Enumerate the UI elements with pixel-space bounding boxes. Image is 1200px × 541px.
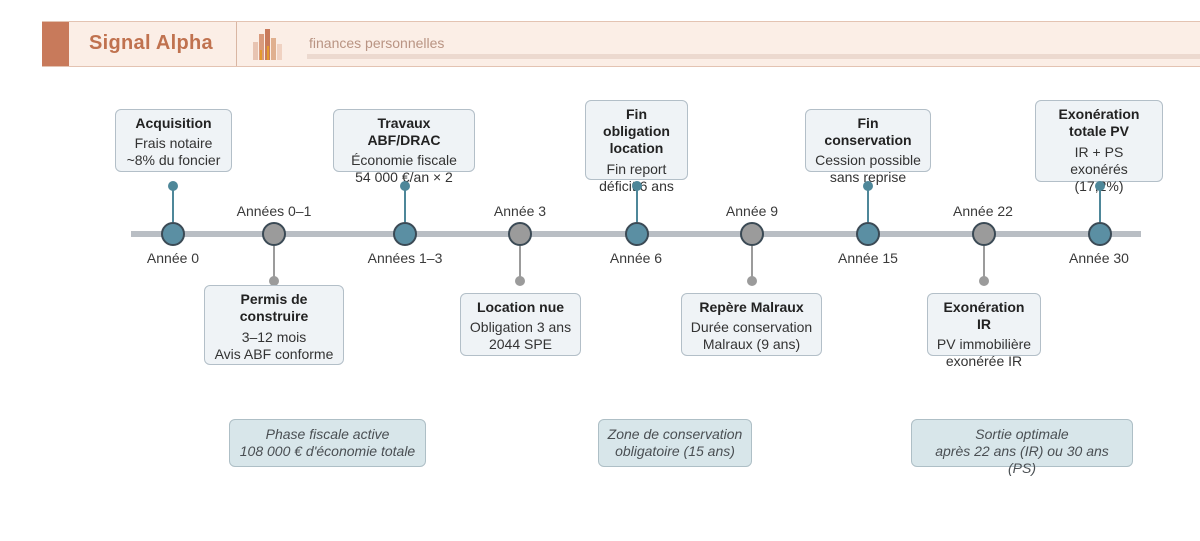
year-label: Année 0 <box>146 250 200 266</box>
card-title: Fin obligation location <box>603 106 670 156</box>
timeline-node-annee-15[interactable] <box>856 222 880 246</box>
timeline-connector <box>867 186 869 222</box>
phase-text: Zone de conservation obligatoire (15 ans… <box>607 426 743 459</box>
card-text: Durée conservation Malraux (9 ans) <box>690 319 813 352</box>
timeline-connector <box>751 246 753 280</box>
timeline-connector <box>983 246 985 280</box>
brand-color-block <box>42 22 69 66</box>
phase-text: Sortie optimale après 22 ans (IR) ou 30 … <box>935 426 1109 476</box>
timeline-card-acquisition: Acquisition Frais notaire ~8% du foncier <box>115 109 232 172</box>
brand-name[interactable]: Signal Alpha <box>89 32 213 54</box>
timeline-connector-dot <box>269 276 279 286</box>
card-title: Fin conservation <box>824 115 912 148</box>
timeline-node-annee-30[interactable] <box>1088 222 1112 246</box>
timeline-node-annee-6[interactable] <box>625 222 649 246</box>
year-label: Année 9 <box>725 203 779 219</box>
finance-buildings-icon <box>253 29 282 60</box>
timeline-connector-dot <box>747 276 757 286</box>
timeline-card-permis: Permis de construire 3–12 mois Avis ABF … <box>204 285 344 365</box>
card-title: Travaux ABF/DRAC <box>367 115 441 148</box>
timeline-card-travaux: Travaux ABF/DRAC Économie fiscale 54 000… <box>333 109 475 185</box>
timeline-connector <box>1099 186 1101 222</box>
timeline-node-annee-22[interactable] <box>972 222 996 246</box>
card-text: Fin report déficit 6 ans <box>599 161 674 194</box>
year-label: Années 0–1 <box>236 203 312 219</box>
timeline-card-repere-malraux: Repère Malraux Durée conservation Malrau… <box>681 293 822 356</box>
card-title: Exonération totale PV <box>1058 106 1140 139</box>
card-text: PV immobilière exonérée IR <box>936 336 1032 369</box>
timeline-node-annees-1-3[interactable] <box>393 222 417 246</box>
card-text: Obligation 3 ans 2044 SPE <box>469 319 572 352</box>
timeline-connector-dot <box>979 276 989 286</box>
timeline-card-location-nue: Location nue Obligation 3 ans 2044 SPE <box>460 293 581 356</box>
card-text: Frais notaire ~8% du foncier <box>126 135 221 168</box>
header-bar: Signal Alpha finances personnelles <box>42 21 1200 67</box>
card-text: 3–12 mois Avis ABF conforme <box>214 329 334 362</box>
phase-text: Phase fiscale active 108 000 € d'économi… <box>239 426 416 459</box>
year-label: Années 1–3 <box>367 250 443 266</box>
year-label: Année 22 <box>953 203 1013 219</box>
card-text: Économie fiscale 54 000 €/an × 2 <box>351 152 457 185</box>
timeline-card-fin-conservation: Fin conservation Cession possible sans r… <box>805 109 931 185</box>
timeline-card-fin-obligation: Fin obligation location Fin report défic… <box>585 100 688 194</box>
header-tagline: finances personnelles <box>309 35 445 51</box>
timeline-node-annees-0-1[interactable] <box>262 222 286 246</box>
timeline-connector-dot <box>515 276 525 286</box>
timeline-connector <box>273 246 275 280</box>
card-title: Repère Malraux <box>699 299 804 315</box>
card-title: Acquisition <box>135 115 212 131</box>
timeline-connector <box>519 246 521 280</box>
timeline-connector <box>404 186 406 222</box>
year-label: Année 3 <box>493 203 547 219</box>
header-stripe <box>307 54 1200 59</box>
year-label: Année 15 <box>838 250 898 266</box>
year-label: Année 30 <box>1069 250 1129 266</box>
header-divider <box>236 22 237 66</box>
card-title: Location nue <box>476 299 565 315</box>
timeline-node-annee-3[interactable] <box>508 222 532 246</box>
timeline-card-exoneration-ir: Exonération IR PV immobilière exonérée I… <box>927 293 1041 369</box>
timeline-card-exoneration-totale: Exonération totale PV IR + PS exonérés (… <box>1035 100 1163 194</box>
timeline-connector <box>172 186 174 222</box>
phase-box-fiscale: Phase fiscale active 108 000 € d'économi… <box>229 419 426 467</box>
card-title: Permis de construire <box>239 291 309 324</box>
year-label: Année 6 <box>609 250 663 266</box>
timeline-node-annee-0[interactable] <box>161 222 185 246</box>
phase-box-conservation: Zone de conservation obligatoire (15 ans… <box>598 419 752 467</box>
card-title: Exonération IR <box>943 299 1025 332</box>
timeline-connector <box>636 186 638 222</box>
phase-box-sortie: Sortie optimale après 22 ans (IR) ou 30 … <box>911 419 1133 476</box>
timeline-node-annee-9[interactable] <box>740 222 764 246</box>
card-text: Cession possible sans reprise <box>815 152 921 185</box>
